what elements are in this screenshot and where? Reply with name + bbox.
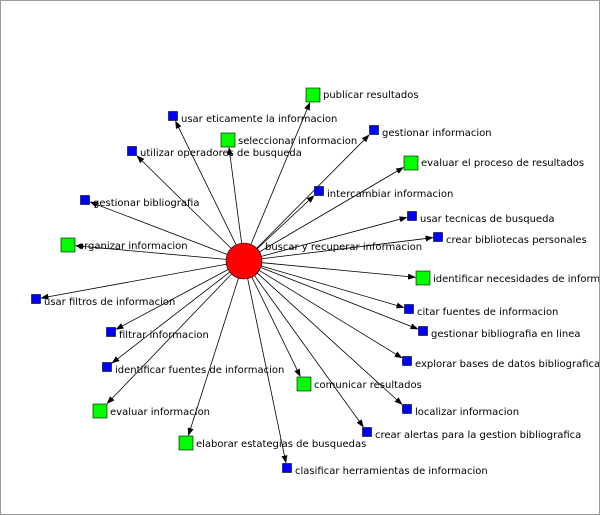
blue-node[interactable]	[404, 304, 414, 314]
node-label: localizar informacion	[415, 407, 519, 418]
edge	[256, 195, 315, 250]
blue-node[interactable]	[31, 294, 41, 304]
node-label: utilizar operadores de busqueda	[140, 148, 302, 159]
node-label: organizar informacion	[78, 241, 188, 252]
green-node[interactable]	[415, 270, 431, 286]
edge	[175, 120, 237, 246]
edge	[250, 102, 311, 245]
blue-node[interactable]	[314, 186, 324, 196]
node-label: citar fuentes de informacion	[417, 307, 558, 318]
green-node[interactable]	[296, 376, 312, 392]
blue-node[interactable]	[369, 125, 379, 135]
node-label: evaluar informacion	[110, 407, 210, 418]
edge	[106, 273, 232, 405]
node-label: identificar necesidades de informacio	[433, 274, 599, 285]
blue-node[interactable]	[402, 356, 412, 366]
node-label: identificar fuentes de informacion	[115, 365, 284, 376]
edge	[111, 271, 231, 364]
blue-node[interactable]	[102, 362, 112, 372]
edge	[259, 167, 405, 253]
nodes-layer: publicar resultados usar eticamente la in…	[31, 87, 599, 477]
edge	[251, 277, 301, 377]
edge	[259, 270, 403, 359]
edge	[187, 278, 239, 436]
edge	[261, 265, 405, 309]
center-node-label: buscar y recuperar informacion	[265, 242, 422, 253]
node-label: intercambiar informacion	[327, 189, 453, 200]
node-label: clasificar herramientas de informacion	[295, 466, 488, 477]
edge	[40, 263, 227, 300]
node-label: filtrar informacion	[119, 330, 209, 341]
edge	[260, 267, 419, 330]
green-node[interactable]	[178, 435, 194, 451]
blue-node[interactable]	[402, 404, 412, 414]
node-label: usar tecnicas de busqueda	[420, 214, 555, 225]
green-node[interactable]	[60, 237, 76, 253]
green-node[interactable]	[92, 403, 108, 419]
edge	[89, 201, 228, 255]
blue-node[interactable]	[433, 232, 443, 242]
edge	[254, 275, 364, 428]
node-label: comunicar resultados	[314, 380, 422, 391]
edge	[261, 235, 434, 260]
node-label: gestionar bibliografia en linea	[431, 329, 580, 340]
blue-node[interactable]	[80, 195, 90, 205]
node-label: elaborar estategias de busquedas	[196, 439, 366, 450]
edge	[227, 146, 243, 244]
node-label: gestionar bibliografia	[93, 198, 199, 209]
node-label: seleccionar informacion	[238, 136, 357, 147]
edge	[256, 134, 370, 249]
node-label: usar eticamente la informacion	[181, 114, 337, 125]
node-label: gestionar informacion	[382, 128, 492, 139]
edge	[261, 216, 408, 257]
node-label: explorar bases de datos bibliograficas	[415, 359, 599, 370]
node-label: crear bibliotecas personales	[446, 235, 587, 246]
blue-node[interactable]	[282, 463, 292, 473]
green-node[interactable]	[220, 132, 236, 148]
edge	[115, 269, 229, 330]
blue-node[interactable]	[106, 327, 116, 337]
edge	[247, 278, 288, 464]
edge	[257, 272, 403, 405]
center-node[interactable]	[225, 242, 263, 280]
green-node[interactable]	[403, 155, 419, 171]
node-label: usar filtros de informacion	[44, 297, 175, 308]
blue-node[interactable]	[127, 146, 137, 156]
node-label: publicar resultados	[323, 90, 419, 101]
blue-node[interactable]	[418, 326, 428, 336]
edge	[136, 155, 232, 249]
edge	[75, 243, 227, 260]
edges-layer	[40, 102, 434, 464]
blue-node[interactable]	[362, 427, 372, 437]
node-label: crear alertas para la gestion bibliograf…	[375, 430, 581, 441]
edge	[261, 262, 417, 280]
blue-node[interactable]	[407, 211, 417, 221]
green-node[interactable]	[305, 87, 321, 103]
node-label: evaluar el proceso de resultados	[421, 158, 584, 169]
blue-node[interactable]	[168, 111, 178, 121]
